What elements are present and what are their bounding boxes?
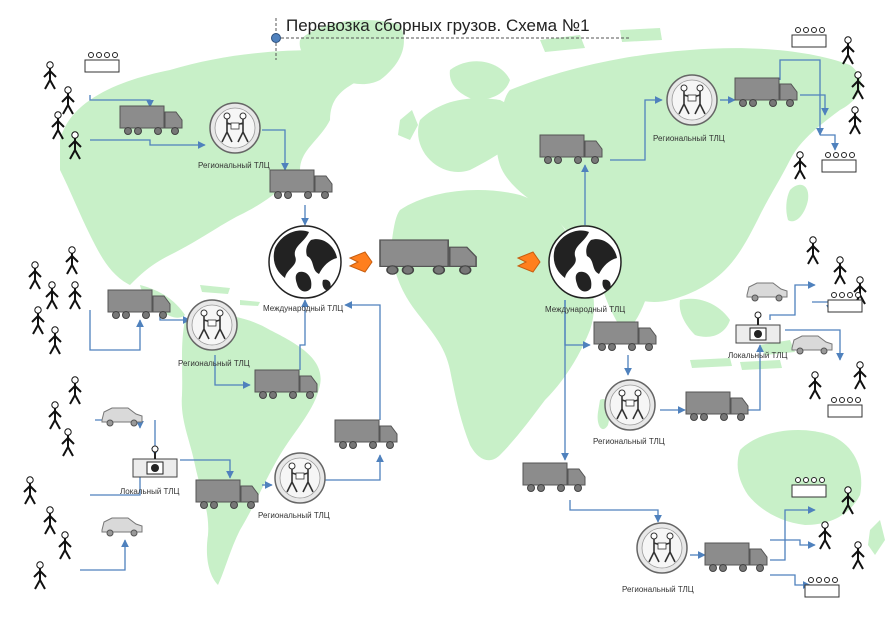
- label-local-sw: Локальный ТЛЦ: [120, 487, 179, 496]
- land-scandinavia: [449, 61, 510, 100]
- land-japan: [786, 184, 809, 222]
- line-e-4: [745, 344, 764, 411]
- land-africa: [391, 190, 595, 461]
- truck-se-1: [522, 462, 586, 492]
- truck-e-2: [685, 391, 749, 421]
- title-group: Перевозка сборных грузов. Схема №1: [271, 16, 630, 60]
- international-hub-west: [268, 225, 342, 299]
- label-regional-w: Региональный ТЛЦ: [178, 359, 250, 368]
- line-se-6: [770, 574, 811, 589]
- regional-hub-s: [274, 452, 326, 504]
- car-e-top: [746, 282, 788, 302]
- line-w-3: [214, 355, 251, 389]
- main-route-arrows: [348, 251, 541, 273]
- land-new-zealand: [868, 520, 885, 555]
- local-terminal-e: [735, 311, 781, 344]
- labels: Региональный ТЛЦ Международный ТЛЦ Регио…: [120, 134, 787, 594]
- line-w-4: [299, 299, 309, 370]
- line-ne-4: [779, 59, 824, 136]
- diagram-title: Перевозка сборных грузов. Схема №1: [286, 16, 590, 35]
- connections: [80, 59, 844, 589]
- line-nw-2: [90, 139, 206, 149]
- label-international-west: Международный ТЛЦ: [263, 304, 343, 313]
- label-regional-s: Региональный ТЛЦ: [258, 511, 330, 520]
- line-e-5: [769, 281, 816, 320]
- line-se-2: [569, 500, 662, 523]
- label-international-east: Международный ТЛЦ: [545, 305, 625, 314]
- land-caribbean: [200, 285, 260, 306]
- car-e-bottom: [791, 335, 833, 355]
- label-regional-e: Региональный ТЛЦ: [593, 437, 665, 446]
- line-se-5: [770, 539, 816, 549]
- land-southeast-asia: [679, 298, 730, 337]
- line-e-7: [812, 301, 834, 313]
- international-hub-east: [548, 225, 622, 299]
- car-sw-bottom: [101, 517, 143, 537]
- line-se-4: [770, 506, 816, 561]
- regional-hub-se: [636, 522, 688, 574]
- label-local-e: Локальный ТЛЦ: [728, 351, 787, 360]
- truck-s-mid: [334, 419, 398, 449]
- world-map: [60, 20, 885, 585]
- line-ne-6: [820, 134, 839, 151]
- regional-hub-ne: [666, 74, 718, 126]
- land-greenland: [299, 20, 404, 85]
- regional-hub-e: [604, 379, 656, 431]
- regional-hub-w: [186, 299, 238, 351]
- line-sw-4: [90, 469, 144, 496]
- label-regional-nw: Региональный ТЛЦ: [198, 161, 270, 170]
- local-terminal-sw: [132, 445, 178, 478]
- land-indonesia: [690, 340, 795, 370]
- line-ne-5: [800, 94, 829, 116]
- orange-arrow-left: [348, 251, 373, 273]
- truck-n-mid: [269, 169, 333, 199]
- line-sw-7: [325, 454, 384, 481]
- land-uk: [398, 110, 418, 140]
- line-nw-3: [262, 129, 289, 171]
- line-e-6: [785, 329, 844, 361]
- car-sw-top: [101, 407, 143, 427]
- label-regional-ne: Региональный ТЛЦ: [653, 134, 725, 143]
- line-w-1: [89, 310, 144, 351]
- regional-hub-nw: [209, 102, 261, 154]
- truck-e-1: [593, 321, 657, 351]
- line-sw-3: [180, 459, 234, 479]
- truck-se-2: [704, 542, 768, 572]
- orange-arrow-right: [516, 251, 541, 273]
- label-regional-se: Региональный ТЛЦ: [622, 585, 694, 594]
- line-ne-2: [610, 96, 663, 161]
- line-nw-1: [89, 95, 154, 108]
- land-arctic-islands: [540, 28, 662, 52]
- line-sw-8: [344, 301, 381, 420]
- line-sw-5: [80, 539, 129, 571]
